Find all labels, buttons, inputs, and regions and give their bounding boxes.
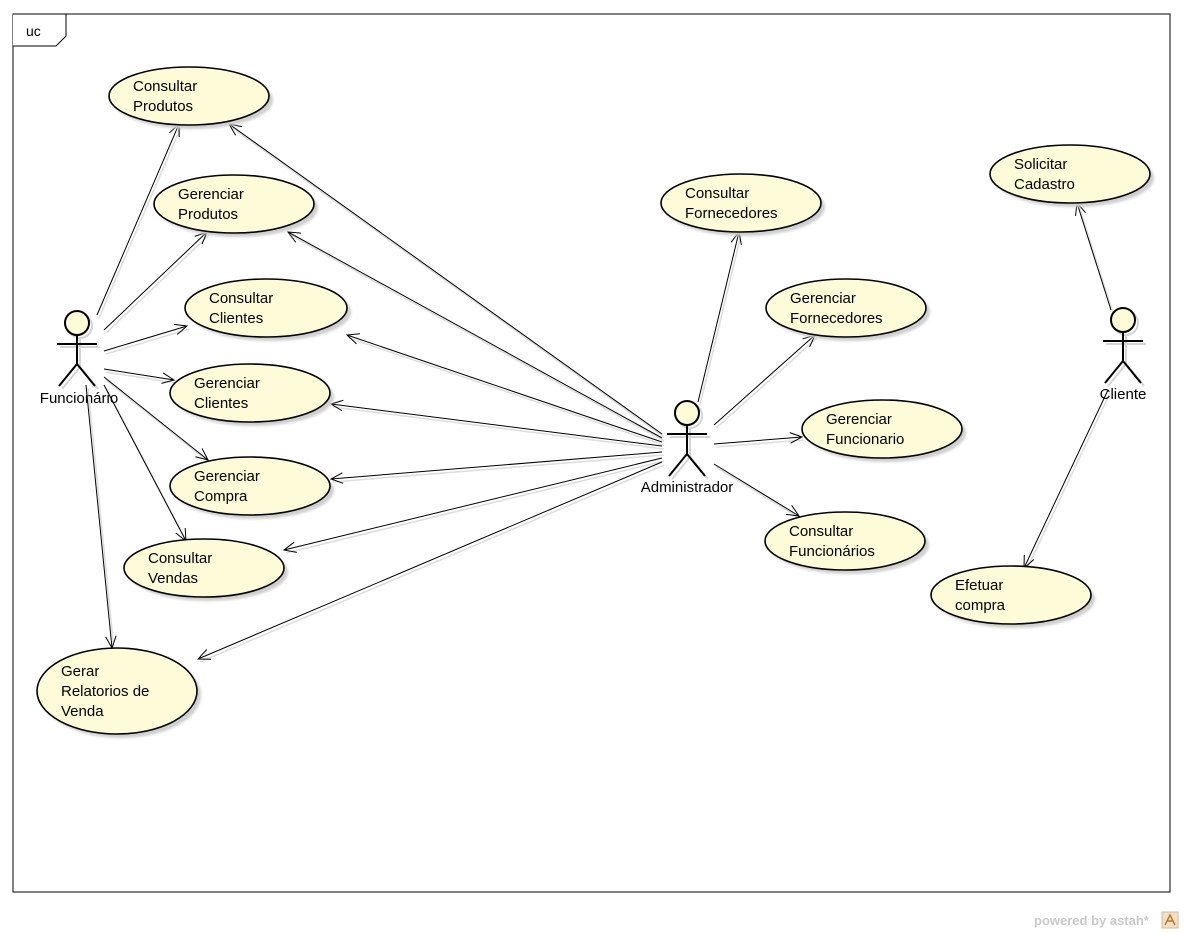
use-case-label: Gerenciar [178,186,244,203]
use-case-label: Consultar [789,523,853,540]
use-cases: ConsultarProdutosGerenciarProdutosConsul… [36,66,1154,738]
use-case-label: Clientes [209,310,263,327]
use-case-ellipse[interactable] [801,399,963,459]
arrowhead-icon [282,541,297,553]
use-case-ellipse[interactable] [184,278,348,338]
stick-figure-icon [1103,307,1146,387]
actor-administrador[interactable]: Administrador [641,400,734,496]
association-administrador-to-gerenciar-compra [329,451,665,484]
use-case-ellipse[interactable] [36,647,198,735]
arrowhead-icon [786,505,801,517]
association-administrador-to-consultar-funcionarios [713,463,802,520]
actor-label: Cliente [1100,386,1147,403]
use-case-ellipse[interactable] [989,144,1151,204]
use-case-label: Fornecedores [685,205,778,222]
actor-funcionario[interactable]: Funcionário [40,310,118,407]
use-case-label: Efetuar [955,577,1003,594]
arrowhead-icon [196,649,212,660]
arrowhead-icon [329,472,344,484]
use-case-ellipse[interactable] [123,538,285,598]
stick-figure-icon [57,310,100,390]
use-case-label: Consultar [209,290,273,307]
arrowhead-icon [789,432,804,444]
association-funcionario-to-gerenciar-clientes [103,368,177,384]
frame-label: uc [26,23,41,39]
use-case-ellipse[interactable] [660,173,822,233]
frame-tab [13,13,67,47]
use-case-label: Produtos [133,98,193,115]
use-case-ellipse[interactable] [930,565,1092,625]
association-administrador-to-gerar-relatorios [196,461,665,663]
use-case-ellipse[interactable] [765,278,927,338]
actor-label: Administrador [641,479,734,496]
association-administrador-to-gerenciar-funcionario [713,432,805,448]
association-funcionario-to-gerenciar-compra [103,376,211,464]
use-case-label: Gerenciar [194,375,260,392]
use-case-label: Solicitar [1014,156,1067,173]
use-case-ellipse[interactable] [169,456,331,516]
arrowhead-icon [195,448,209,461]
arrowhead-icon [345,333,360,345]
use-case-label: Relatorios de [61,683,149,700]
use-case-label: Fornecedores [790,310,883,327]
use-case-label: Vendas [148,570,198,587]
use-case-ellipse[interactable] [108,66,270,126]
use-case-label: Gerenciar [826,411,892,428]
astah-logo-icon [1161,911,1179,929]
use-case-label: Gerar [61,663,99,680]
use-case-label: Funcionario [826,431,904,448]
associations [85,122,1114,663]
watermark-text: powered by astah* [1034,913,1150,928]
use-case-label: Gerenciar [194,468,260,485]
actor-cliente[interactable]: Cliente [1100,307,1147,403]
use-case-label: Consultar [148,550,212,567]
use-case-label: Compra [194,488,248,505]
use-case-label: Venda [61,703,104,720]
association-administrador-to-consultar-vendas [282,457,665,554]
use-case-label: Produtos [178,206,238,223]
use-case-label: Gerenciar [790,290,856,307]
use-case-label: compra [955,597,1006,614]
arrowhead-icon [174,323,189,335]
use-case-ellipse[interactable] [764,511,926,571]
use-case-label: Funcionários [789,543,875,560]
use-case-label: Consultar [133,78,197,95]
arrowhead-icon [161,372,176,384]
watermark: powered by astah* [1034,911,1179,929]
association-administrador-to-consultar-clientes [345,333,665,446]
arrowhead-icon [286,231,301,243]
use-case-label: Clientes [194,395,248,412]
association-administrador-to-gerenciar-produtos [286,231,665,442]
diagram-frame [12,13,1171,893]
use-case-ellipse[interactable] [169,363,331,423]
use-case-efetuar-compra[interactable]: Efetuar compra [930,565,1095,628]
use-case-label: Consultar [685,185,749,202]
use-case-label: Cadastro [1014,176,1075,193]
stick-figure-icon [667,400,710,480]
use-case-ellipse[interactable] [153,174,315,234]
association-funcionario-to-consultar-clientes [103,323,190,355]
actor-label: Funcionário [40,390,118,407]
